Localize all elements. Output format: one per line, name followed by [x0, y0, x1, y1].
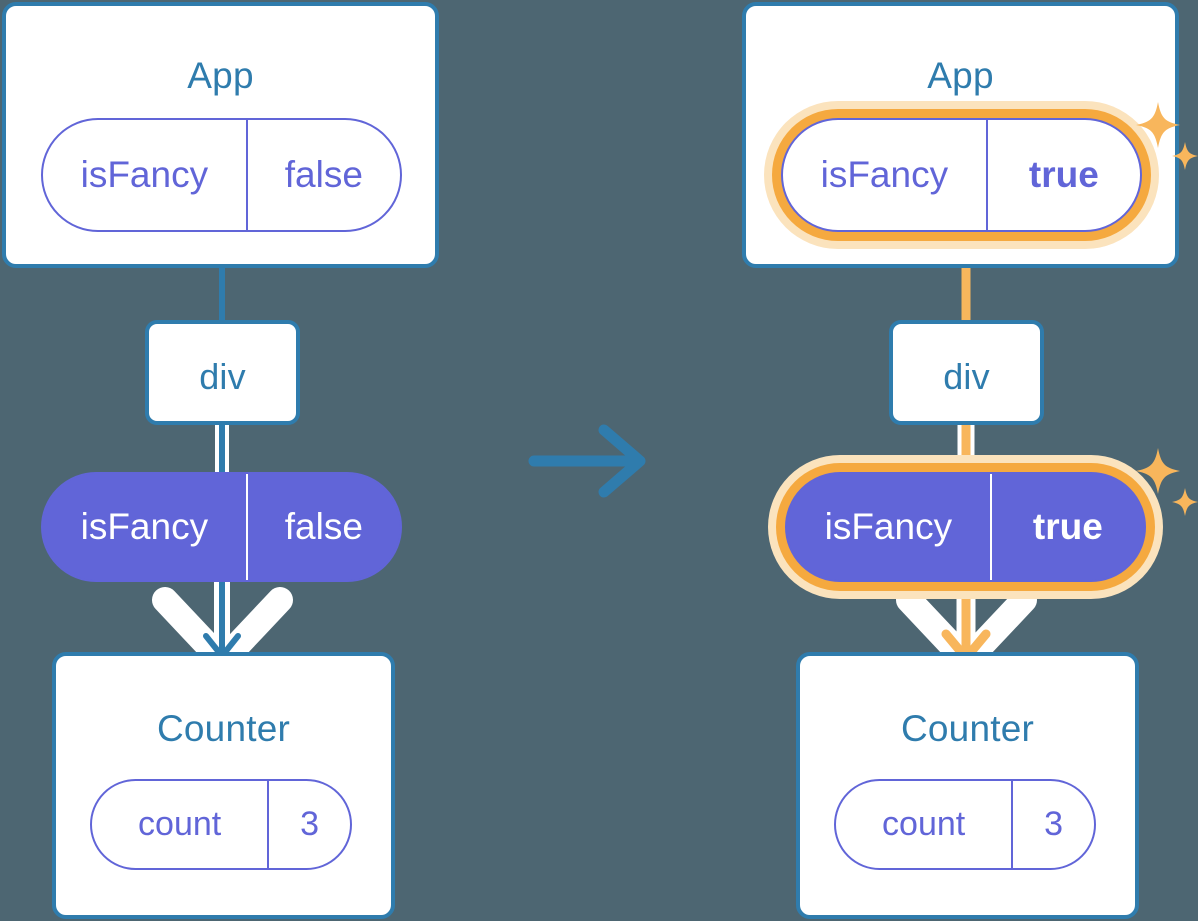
app-card-title: App	[927, 55, 994, 96]
app-state-value: false	[245, 120, 400, 230]
counter-card-title: Counter	[900, 708, 1035, 749]
app-card-title: App	[187, 55, 254, 96]
app-state-value: true	[985, 120, 1140, 230]
props-pill-after[interactable]: isFancy true	[785, 472, 1146, 582]
div-node-card-after: div	[889, 320, 1044, 425]
div-node-card-before: div	[145, 320, 300, 425]
counter-state-key: count	[882, 805, 966, 843]
counter-state-value: 3	[1011, 781, 1094, 868]
div-node-title: div	[199, 356, 246, 397]
div-node-title: div	[943, 356, 990, 397]
before-panel: App isFancy false div isFancy false Coun…	[0, 0, 458, 921]
counter-card-title: Counter	[156, 708, 291, 749]
props-key: isFancy	[824, 506, 953, 547]
transition-arrow-right-icon	[528, 424, 646, 498]
app-state-key: isFancy	[820, 154, 949, 195]
props-value: false	[245, 474, 400, 580]
app-state-key: isFancy	[80, 154, 209, 195]
after-panel: App isFancy true div isFancy true Counte…	[740, 0, 1198, 921]
app-state-pill-before[interactable]: isFancy false	[41, 118, 402, 232]
props-pill-before[interactable]: isFancy false	[41, 472, 402, 582]
counter-state-key: count	[138, 805, 222, 843]
app-state-pill-after[interactable]: isFancy true	[781, 118, 1142, 232]
counter-state-value: 3	[267, 781, 350, 868]
counter-state-pill-before[interactable]: count 3	[90, 779, 352, 870]
props-key: isFancy	[80, 506, 209, 547]
props-value: true	[989, 474, 1144, 580]
counter-state-pill-after[interactable]: count 3	[834, 779, 1096, 870]
